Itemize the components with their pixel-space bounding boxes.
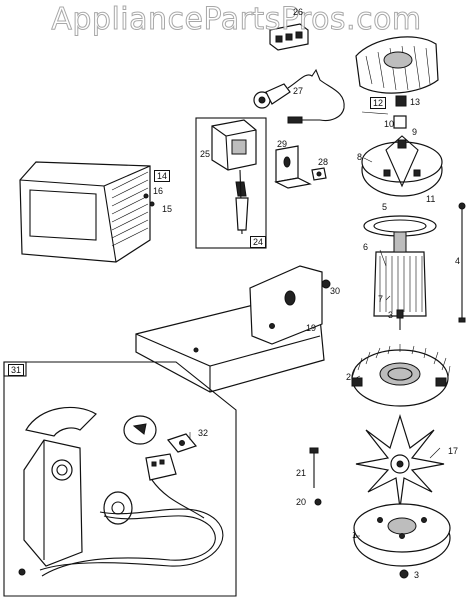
label-part-25: 25 — [200, 149, 211, 159]
part-32-plate[interactable] — [166, 433, 198, 453]
label-part-19: 19 — [306, 323, 317, 333]
label-part-3-lower: 3 — [414, 570, 420, 580]
label-part-26: 26 — [293, 7, 304, 17]
part-24-switch-inset[interactable] — [195, 117, 267, 249]
label-part-29: 29 — [277, 139, 288, 149]
label-part-4: 4 — [455, 256, 461, 266]
label-part-7: 7 — [378, 294, 384, 304]
part-6-armature[interactable] — [373, 231, 427, 330]
label-part-24: 24 — [250, 236, 267, 248]
part-17-fan[interactable] — [355, 413, 445, 509]
label-part-16: 16 — [153, 186, 164, 196]
part-1-flywheel[interactable] — [353, 503, 451, 567]
part-27-cord-assembly[interactable] — [253, 68, 345, 124]
label-part-2: 2 — [346, 372, 352, 382]
part-14-control-box[interactable] — [19, 161, 155, 263]
label-part-9: 9 — [412, 127, 418, 137]
label-part-32: 32 — [198, 428, 209, 438]
part-19-base-bracket[interactable] — [135, 265, 325, 393]
part-30-nut[interactable] — [321, 279, 331, 289]
part-26-terminal-block[interactable] — [269, 23, 309, 51]
part-13-bearing[interactable] — [393, 95, 407, 129]
part-12-end-cap[interactable] — [355, 36, 439, 94]
label-part-28: 28 — [318, 157, 329, 167]
part-31-harness-inset[interactable] — [3, 361, 237, 597]
part-20-nut[interactable] — [314, 498, 322, 506]
label-part-8: 8 — [357, 152, 363, 162]
part-29-bracket[interactable] — [274, 145, 312, 189]
part-8-brush-holder[interactable] — [361, 135, 443, 197]
part-21-screw[interactable] — [309, 447, 319, 488]
leader-lines — [189, 111, 441, 537]
part-3-nut[interactable] — [399, 569, 409, 579]
label-part-15: 15 — [162, 204, 173, 214]
label-part-1: 1 — [352, 530, 358, 540]
part-4-tie-rod[interactable] — [458, 202, 466, 323]
label-part-21: 21 — [296, 468, 307, 478]
part-2-end-bell[interactable] — [351, 344, 451, 407]
label-part-3-upper: 3 — [388, 310, 394, 320]
label-part-5: 5 — [382, 202, 388, 212]
part-28-clip[interactable] — [311, 167, 327, 181]
label-part-27: 27 — [293, 86, 304, 96]
label-part-17: 17 — [448, 446, 459, 456]
label-part-12: 12 — [370, 97, 387, 109]
label-part-6: 6 — [363, 242, 369, 252]
label-part-31: 31 — [8, 364, 25, 376]
label-part-30: 30 — [330, 286, 341, 296]
label-part-10: 10 — [384, 119, 395, 129]
label-part-13: 13 — [410, 97, 421, 107]
label-part-11: 11 — [426, 194, 436, 204]
label-part-14: 14 — [154, 170, 171, 182]
label-part-20: 20 — [296, 497, 307, 507]
